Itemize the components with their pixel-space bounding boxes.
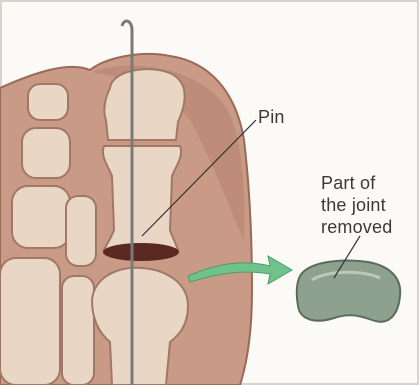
big-toe-proximal-phalanx	[103, 146, 181, 250]
removed-label-line-1: Part of	[321, 172, 413, 194]
removed-joint-label: Part of the joint removed	[321, 172, 413, 238]
removed-joint-piece	[297, 261, 401, 322]
joint-cut-surface	[103, 243, 179, 261]
pin-label: Pin	[258, 106, 285, 128]
removed-label-line-2: the joint	[321, 194, 413, 216]
big-toe-distal-phalanx	[104, 69, 184, 140]
removed-label-line-3: removed	[321, 216, 413, 238]
